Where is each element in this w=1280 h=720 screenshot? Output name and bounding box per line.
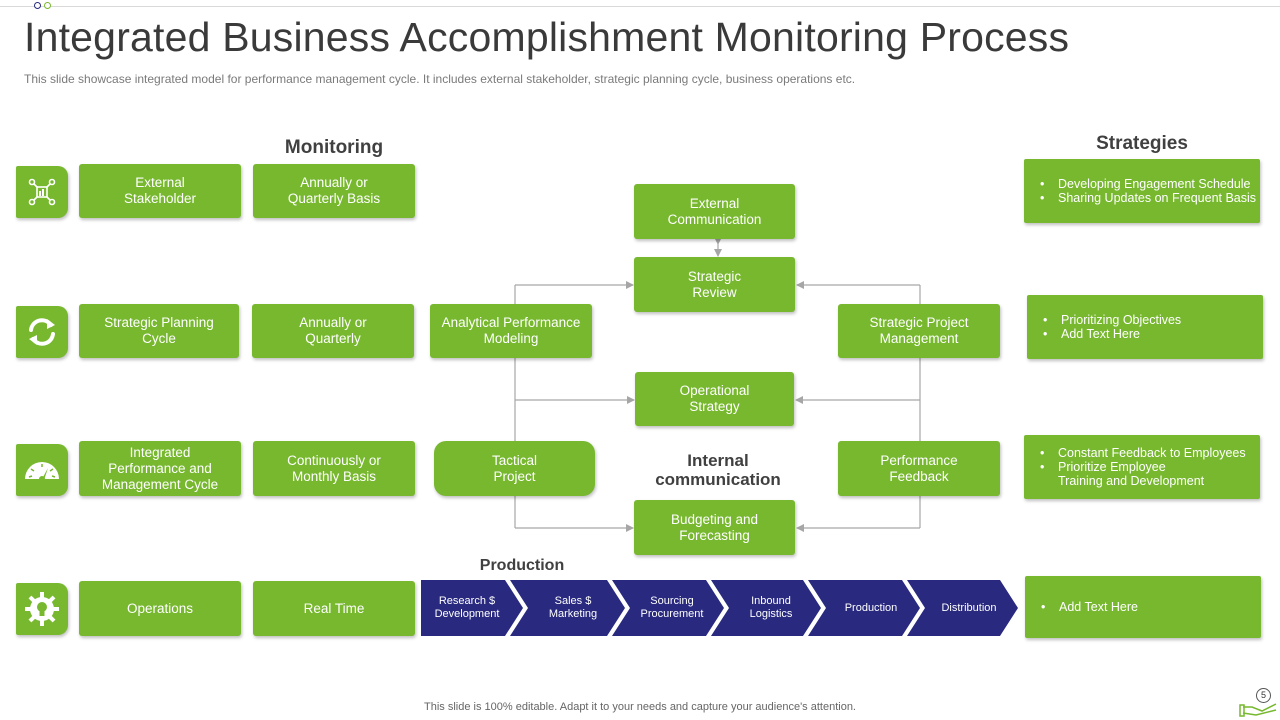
node-strategic-project-management: Strategic Project Management xyxy=(838,304,1000,358)
row-icon-box-1 xyxy=(16,166,68,218)
gear-lightbulb-icon xyxy=(25,592,59,626)
row-icon-box-3 xyxy=(16,444,68,496)
refresh-cycle-icon xyxy=(29,318,55,346)
row-label-strategic-planning: Strategic Planning Cycle xyxy=(79,304,239,358)
chevron-shape-5 xyxy=(808,580,920,636)
row-icon-box-2 xyxy=(16,306,68,358)
chevron-shape-4 xyxy=(711,580,821,636)
row-icon-box-4 xyxy=(16,583,68,635)
strategy-item: Add Text Here xyxy=(1043,327,1263,341)
node-external-communication: External Communication xyxy=(634,184,795,239)
production-step-research-development: Research $ Development xyxy=(434,595,500,620)
row-frequency-operations: Real Time xyxy=(253,581,415,636)
page-number: 5 xyxy=(1256,688,1271,703)
row-frequency-external-stakeholder: Annually or Quarterly Basis xyxy=(253,164,415,218)
strategy-item: Prioritizing Objectives xyxy=(1043,313,1263,327)
strategy-box-1: Developing Engagement Schedule Sharing U… xyxy=(1024,159,1260,223)
speedometer-icon xyxy=(25,462,59,482)
strategy-item: Developing Engagement Schedule xyxy=(1040,177,1260,191)
decor-dot-blue xyxy=(34,2,41,9)
strategy-box-2: Prioritizing Objectives Add Text Here xyxy=(1027,295,1263,359)
row-frequency-integrated-performance: Continuously or Monthly Basis xyxy=(253,441,415,496)
row-frequency-strategic-planning: Annually or Quarterly xyxy=(252,304,414,358)
row-label-external-stakeholder: External Stakeholder xyxy=(79,164,241,218)
row-label-integrated-performance: Integrated Performance and Management Cy… xyxy=(79,441,241,496)
node-strategic-review: Strategic Review xyxy=(634,257,795,312)
strategy-box-3: Constant Feedback to Employees Prioritiz… xyxy=(1024,435,1260,499)
heading-internal-communication: Internal communication xyxy=(655,451,781,489)
strategy-item: Constant Feedback to Employees xyxy=(1040,446,1260,460)
production-step-sales-marketing: Sales $ Marketing xyxy=(548,595,598,620)
production-step-inbound-logistics: Inbound Logistics xyxy=(749,595,793,620)
node-analytical-performance-modeling: Analytical Performance Modeling xyxy=(430,304,592,358)
strategy-item: Add Text Here xyxy=(1041,600,1261,614)
heading-production: Production xyxy=(479,557,565,574)
decor-dot-green xyxy=(44,2,51,9)
node-budgeting-forecasting: Budgeting and Forecasting xyxy=(634,500,795,555)
strategy-box-4: Add Text Here xyxy=(1025,576,1261,638)
chevron-shape-1 xyxy=(421,580,523,636)
strategy-item: Prioritize Employee Training and Develop… xyxy=(1040,460,1260,488)
page-title: Integrated Business Accomplishment Monit… xyxy=(24,14,1070,60)
page-subtitle: This slide showcase integrated model for… xyxy=(24,72,856,86)
top-rule xyxy=(0,6,1280,7)
node-tactical-project: Tactical Project xyxy=(434,441,595,496)
stakeholder-network-icon xyxy=(28,178,56,206)
heading-strategies: Strategies xyxy=(1096,133,1188,154)
row-label-operations: Operations xyxy=(79,581,241,636)
node-performance-feedback: Performance Feedback xyxy=(838,441,1000,496)
production-step-distribution: Distribution xyxy=(941,601,997,614)
footer-note: This slide is 100% editable. Adapt it to… xyxy=(424,701,856,713)
node-operational-strategy: Operational Strategy xyxy=(635,372,794,426)
chevron-shape-3 xyxy=(612,580,724,636)
production-step-sourcing-procurement: Sourcing Procurement xyxy=(640,595,704,620)
chevron-shape-2 xyxy=(510,580,625,636)
chevron-shape-6 xyxy=(907,580,1018,636)
production-step-production: Production xyxy=(844,601,898,614)
heading-monitoring: Monitoring xyxy=(284,137,384,158)
strategy-item: Sharing Updates on Frequent Basis xyxy=(1040,191,1260,205)
